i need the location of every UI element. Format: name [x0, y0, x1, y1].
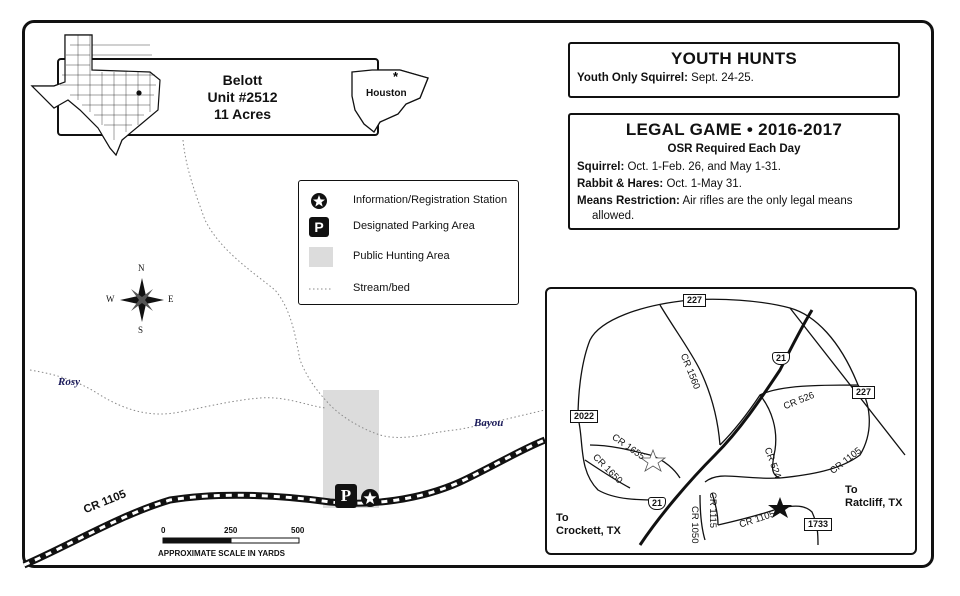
scale-0: 0 [161, 526, 166, 535]
compass-n: N [138, 263, 145, 273]
cr1050-label: CR 1050 [689, 506, 700, 544]
svg-text:*: * [393, 69, 399, 84]
unit-acres: 11 Acres [213, 106, 272, 122]
stream-line-icon [309, 288, 333, 290]
hwy-2022-shield: 2022 [570, 410, 599, 423]
youth-hunts-box: YOUTH HUNTS Youth Only Squirrel: Sept. 2… [568, 42, 900, 98]
youth-squirrel-line: Youth Only Squirrel: Sept. 24-25. [577, 72, 754, 84]
hwy-227-shield: 227 [683, 294, 707, 307]
rabbit-season: Rabbit & Hares: Oct. 1-May 31. [577, 178, 742, 190]
parking-icon: P [309, 217, 329, 237]
compass-s: S [138, 325, 144, 335]
map-info-station-icon [361, 489, 379, 507]
map-legend: Information/Registration Station P Desig… [298, 180, 519, 305]
rosy-label: Rosy [58, 376, 80, 388]
stream-rosy [29, 369, 326, 415]
hwy-1733-shield: 1733 [804, 518, 833, 531]
hwy-227-shield-east: 227 [852, 386, 876, 399]
map-frame [22, 20, 934, 568]
compass-rose [120, 278, 164, 322]
legal-game-heading: LEGAL GAME • 2016-2017 [625, 120, 843, 139]
bayou-label: Bayou [474, 417, 504, 429]
scale-bar [162, 537, 300, 544]
cr1115-label: CR 1115 [707, 492, 718, 529]
cr1105-road-center [23, 438, 546, 567]
means-restriction: Means Restriction: Air rifles are the on… [577, 195, 853, 207]
check-station-star-icon [768, 497, 792, 518]
compass-w: W [106, 294, 115, 304]
scale-250: 250 [224, 526, 238, 535]
star-circle-icon [311, 193, 327, 209]
compass-e: E [168, 294, 174, 304]
scale-caption: APPROXIMATE SCALE IN YARDS [158, 549, 285, 558]
unit-title: Belott Unit #2512 11 Acres [150, 72, 335, 123]
map-parking-icon: P [335, 484, 357, 508]
to-ratcliff: To Ratcliff, TX [845, 484, 903, 509]
means-restriction-cont: allowed. [592, 210, 635, 222]
scale-500: 500 [291, 526, 305, 535]
public-area-swatch-icon [309, 247, 333, 267]
unit-name: Belott [222, 72, 263, 88]
houston-label: Houston [366, 88, 407, 99]
i21-shield-north: 21 [772, 352, 791, 365]
houston-county-outline-icon: * [351, 69, 429, 133]
legal-game-box: LEGAL GAME • 2016-2017 OSR Required Each… [568, 113, 900, 230]
stream-north [182, 139, 546, 438]
texas-outline-icon [30, 34, 161, 157]
youth-hunts-heading: YOUTH HUNTS [670, 49, 798, 68]
to-crockett: To Crockett, TX [556, 512, 621, 537]
squirrel-season: Squirrel: Oct. 1-Feb. 26, and May 1-31. [577, 161, 781, 173]
i21-shield-south: 21 [648, 497, 667, 510]
unit-number: Unit #2512 [207, 89, 278, 105]
inset-road-map [545, 287, 917, 555]
unit-location-star-icon [639, 448, 667, 472]
osr-required: OSR Required Each Day [667, 143, 801, 155]
